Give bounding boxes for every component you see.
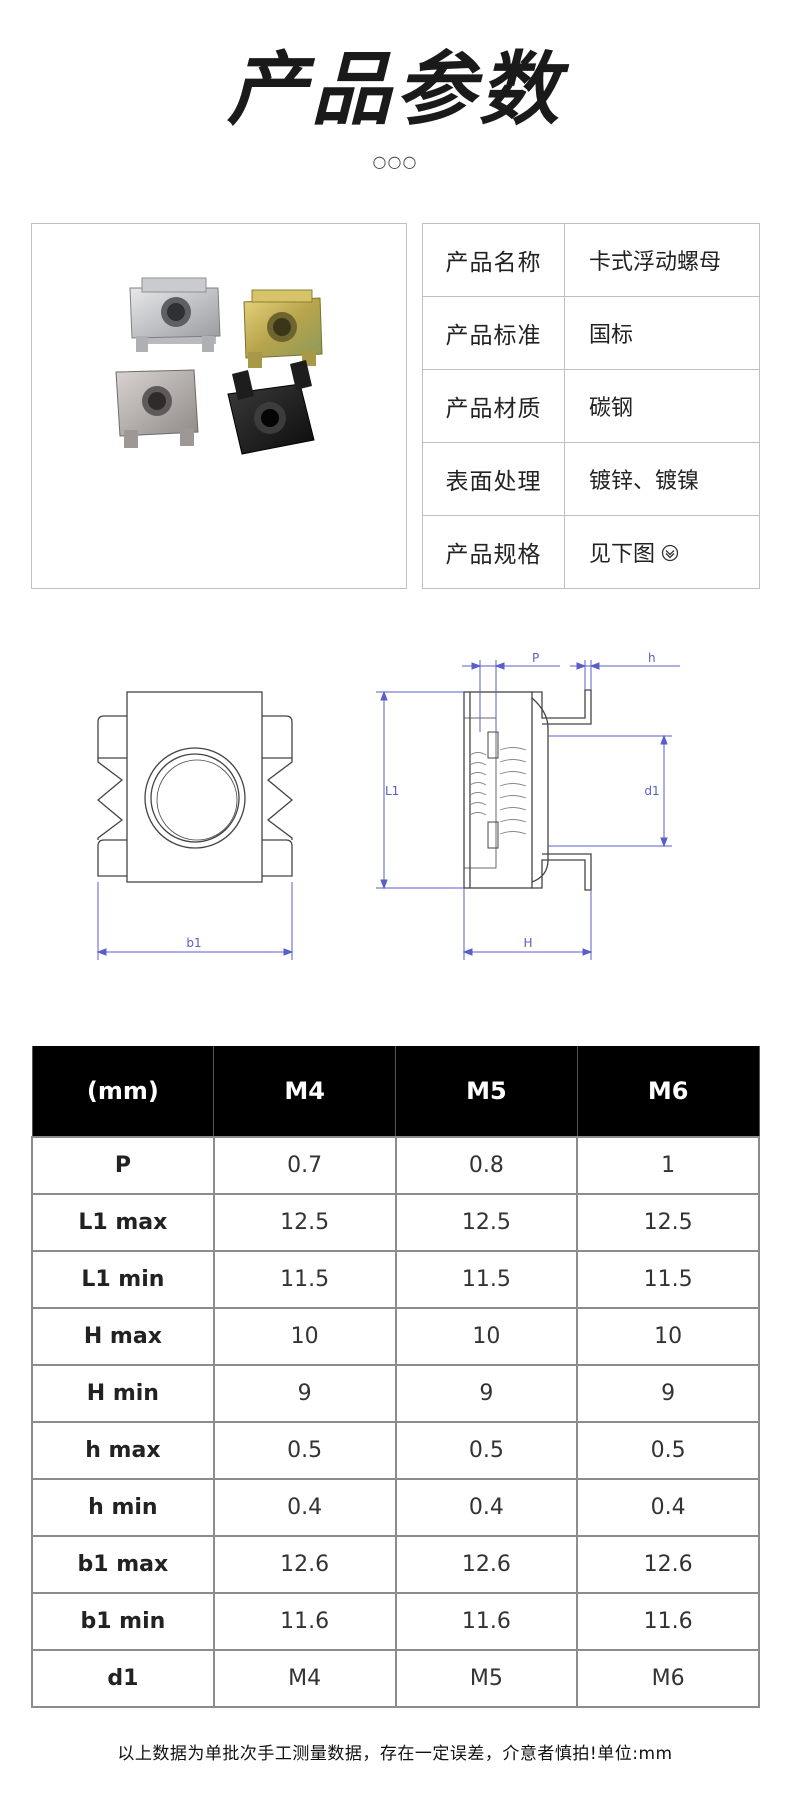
- dim-label-h: h: [648, 651, 656, 665]
- spec-value: 国标: [564, 296, 760, 370]
- table-cell: 0.4: [394, 1478, 579, 1537]
- dimension-header-row: (mm) M4 M5 M6: [31, 1046, 760, 1137]
- table-cell: 12.6: [212, 1535, 397, 1594]
- dim-label-H: H: [523, 936, 532, 950]
- table-cell: 9: [394, 1364, 579, 1423]
- table-cell: 0.5: [576, 1421, 760, 1480]
- spec-label: 产品材质: [422, 369, 565, 443]
- table-cell: 11.5: [212, 1250, 397, 1309]
- table-cell: 0.5: [394, 1421, 579, 1480]
- table-cell: 11.6: [212, 1592, 397, 1651]
- row-label: h max: [31, 1421, 215, 1480]
- spec-value: 镀锌、镀镍: [564, 442, 760, 516]
- table-cell: M6: [576, 1649, 760, 1708]
- spec-value-with-icon: 见下图: [564, 515, 760, 589]
- spec-label: 产品规格: [422, 515, 565, 589]
- column-header: M4: [213, 1046, 396, 1137]
- column-header: (mm): [31, 1046, 215, 1137]
- side-view: [463, 689, 592, 891]
- table-cell: 12.5: [394, 1193, 579, 1252]
- chevron-down-circle-icon: [661, 543, 679, 568]
- table-cell: 10: [212, 1307, 397, 1366]
- table-cell: 9: [212, 1364, 397, 1423]
- nut-black: [227, 360, 315, 455]
- spec-label: 表面处理: [422, 442, 565, 516]
- table-cell: 9: [576, 1364, 760, 1423]
- disclaimer-note: 以上数据为单批次手工测量数据，存在一定误差，介意者慎拍!单位:mm: [117, 1744, 673, 1764]
- front-view: [96, 691, 294, 883]
- spec-table: 产品名称 卡式浮动螺母 产品标准 国标 产品材质 碳钢 表面处理 镀锌、镀镍 产…: [422, 223, 760, 589]
- table-cell: 0.4: [576, 1478, 760, 1537]
- row-label: b1 min: [31, 1592, 215, 1651]
- table-cell: 11.5: [576, 1250, 760, 1309]
- dim-label-L1: L1: [385, 784, 399, 798]
- table-cell: M5: [394, 1649, 579, 1708]
- spec-row: 产品标准 国标: [422, 296, 760, 370]
- row-label: P: [31, 1136, 215, 1195]
- row-label: H max: [31, 1307, 215, 1366]
- title-ornament: ○○○: [372, 152, 418, 171]
- table-cell: 12.6: [576, 1535, 760, 1594]
- cage-nuts-image: [115, 277, 323, 455]
- technical-drawing: b1: [96, 651, 680, 960]
- side-dimensions: [376, 660, 680, 960]
- spec-row: 产品名称 卡式浮动螺母: [422, 223, 760, 297]
- table-cell: 12.6: [394, 1535, 579, 1594]
- table-cell: 0.5: [212, 1421, 397, 1480]
- dim-label-P: P: [532, 651, 539, 665]
- nut-silver: [129, 277, 221, 352]
- row-label: b1 max: [31, 1535, 215, 1594]
- spec-row: 产品规格 见下图: [422, 515, 760, 589]
- spec-row: 表面处理 镀锌、镀镍: [422, 442, 760, 516]
- dim-label-b1: b1: [186, 936, 201, 950]
- nut-gold: [243, 289, 323, 368]
- table-cell: 12.5: [576, 1193, 760, 1252]
- table-cell: 11.6: [576, 1592, 760, 1651]
- spec-label: 产品标准: [422, 296, 565, 370]
- row-label: L1 min: [31, 1250, 215, 1309]
- table-cell: M4: [212, 1649, 397, 1708]
- row-label: L1 max: [31, 1193, 215, 1252]
- thread-hatching: [469, 747, 527, 835]
- spec-value: 卡式浮动螺母: [564, 223, 760, 297]
- row-label: h min: [31, 1478, 215, 1537]
- product-photo: [31, 223, 407, 589]
- spec-value: 碳钢: [564, 369, 760, 443]
- dim-label-d1: d1: [644, 784, 659, 798]
- spec-label: 产品名称: [422, 223, 565, 297]
- table-cell: 1: [576, 1136, 760, 1195]
- column-header: M5: [395, 1046, 578, 1137]
- table-cell: 10: [394, 1307, 579, 1366]
- column-header: M6: [576, 1046, 760, 1137]
- b1-dimension: [96, 882, 294, 960]
- page-title: 产品参数: [227, 43, 563, 136]
- spec-value: 见下图: [589, 542, 656, 567]
- table-cell: 0.4: [212, 1478, 397, 1537]
- table-cell: 11.5: [394, 1250, 579, 1309]
- row-label: d1: [31, 1649, 215, 1708]
- spec-row: 产品材质 碳钢: [422, 369, 760, 443]
- nut-nickel: [115, 369, 199, 448]
- row-label: H min: [31, 1364, 215, 1423]
- table-cell: 10: [576, 1307, 760, 1366]
- table-cell: 0.7: [212, 1136, 397, 1195]
- table-cell: 0.8: [394, 1136, 579, 1195]
- table-cell: 12.5: [212, 1193, 397, 1252]
- table-cell: 11.6: [394, 1592, 579, 1651]
